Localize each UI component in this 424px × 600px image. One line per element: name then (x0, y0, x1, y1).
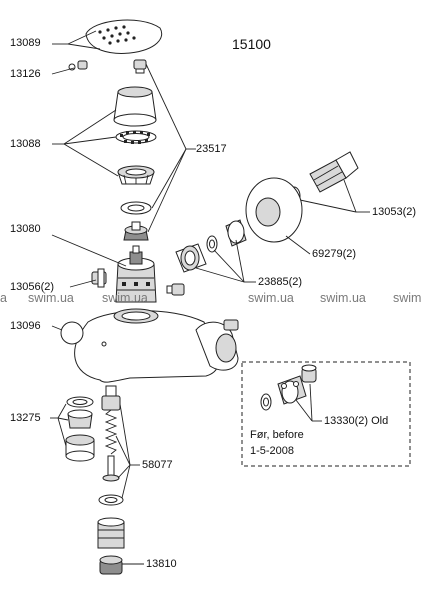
top-screw-part (133, 59, 147, 74)
cover-rosette-part (245, 177, 303, 243)
label-13330: 13330(2) Old (324, 415, 388, 427)
toothed-ring-part (115, 130, 157, 144)
label-23885: 23885(2) (258, 276, 302, 288)
s-union-connector-part (309, 151, 359, 193)
aerator-part (99, 555, 123, 575)
check-valve-left-part (91, 268, 107, 288)
check-valve-right-part (166, 283, 185, 296)
sleeve-part (113, 86, 157, 127)
handle-cap-part (85, 19, 162, 54)
watermark-5: swim.ua (320, 291, 366, 305)
o-ring-part (206, 235, 218, 253)
inset-connector-part (301, 364, 317, 383)
diverter-nut-part (97, 517, 125, 549)
aerator-cap-part (65, 434, 95, 462)
watermark-1: a (0, 291, 7, 305)
label-23517: 23517 (196, 143, 227, 155)
mixer-body-part (74, 308, 239, 383)
label-13056: 13056(2) (10, 281, 54, 293)
label-13096: 13096 (10, 320, 41, 332)
diverter-spring-part (104, 409, 118, 455)
label-13088: 13088 (10, 138, 41, 150)
watermark-6: swim (393, 291, 421, 305)
inset-note-line2: 1-5-2008 (250, 445, 294, 457)
inset-union-part (277, 375, 307, 405)
aerator-screen-part (67, 409, 93, 429)
thermostatic-cartridge-part (115, 245, 157, 303)
washer-ring-part (120, 201, 152, 215)
diverter-top-part (101, 385, 121, 411)
label-13089: 13089 (10, 37, 41, 49)
watermark-strip: a swim.ua swim.ua swim.ua swim.ua swim (0, 291, 421, 305)
label-13810: 13810 (146, 558, 177, 570)
watermark-3: swim.ua (102, 291, 148, 305)
label-58077: 58077 (142, 459, 173, 471)
inlet-nut-part (175, 243, 207, 273)
inset-note-line1: Før, before (250, 429, 304, 441)
diverter-stem-part (102, 455, 120, 482)
watermark-4: swim.ua (248, 291, 294, 305)
diagram-title: 15100 (232, 36, 271, 52)
label-13275: 13275 (10, 412, 41, 424)
decorative-cap-part (60, 321, 84, 345)
spindle-insert-part (123, 221, 149, 241)
inset-old-version-box: 13330(2) Old Før, before 1-5-2008 (241, 361, 411, 467)
locking-nut-part (117, 165, 155, 185)
label-13053: 13053(2) (372, 206, 416, 218)
label-13126: 13126 (10, 68, 41, 80)
inset-washer-part (260, 393, 272, 411)
eccentric-connector-part (225, 219, 247, 247)
diverter-washer-part (98, 494, 124, 506)
watermark-2: swim.ua (28, 291, 74, 305)
aerator-housing-part (66, 396, 94, 408)
label-69279: 69279(2) (312, 248, 356, 260)
label-13080: 13080 (10, 223, 41, 235)
